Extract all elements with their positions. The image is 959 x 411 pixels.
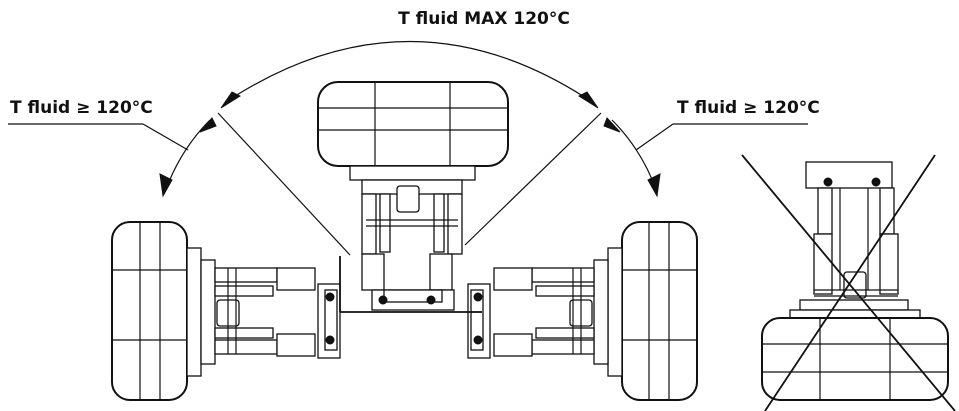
arrowhead-icon — [159, 173, 173, 198]
label-right-leader — [635, 123, 674, 151]
actuator-inverted — [761, 161, 949, 401]
label-top: T fluid MAX 120°C — [398, 9, 570, 29]
ref-line-left — [217, 112, 351, 256]
arrowhead-icon — [603, 117, 621, 133]
label-left-leader — [142, 123, 189, 151]
cross-out-x-icon — [741, 154, 956, 411]
arc-max-range — [231, 40, 587, 99]
arrowhead-icon — [577, 91, 599, 109]
arrowhead-icon — [647, 173, 661, 198]
label-left: T fluid ≥ 120°C — [10, 98, 153, 118]
arrowhead-icon — [199, 117, 217, 133]
ref-line-right — [464, 112, 602, 246]
actuator-upright — [317, 81, 509, 313]
actuator-right-horizontal — [467, 221, 698, 401]
arrowhead-icon — [220, 91, 242, 109]
actuator-left-horizontal — [111, 221, 341, 401]
label-right: T fluid ≥ 120°C — [677, 98, 820, 118]
